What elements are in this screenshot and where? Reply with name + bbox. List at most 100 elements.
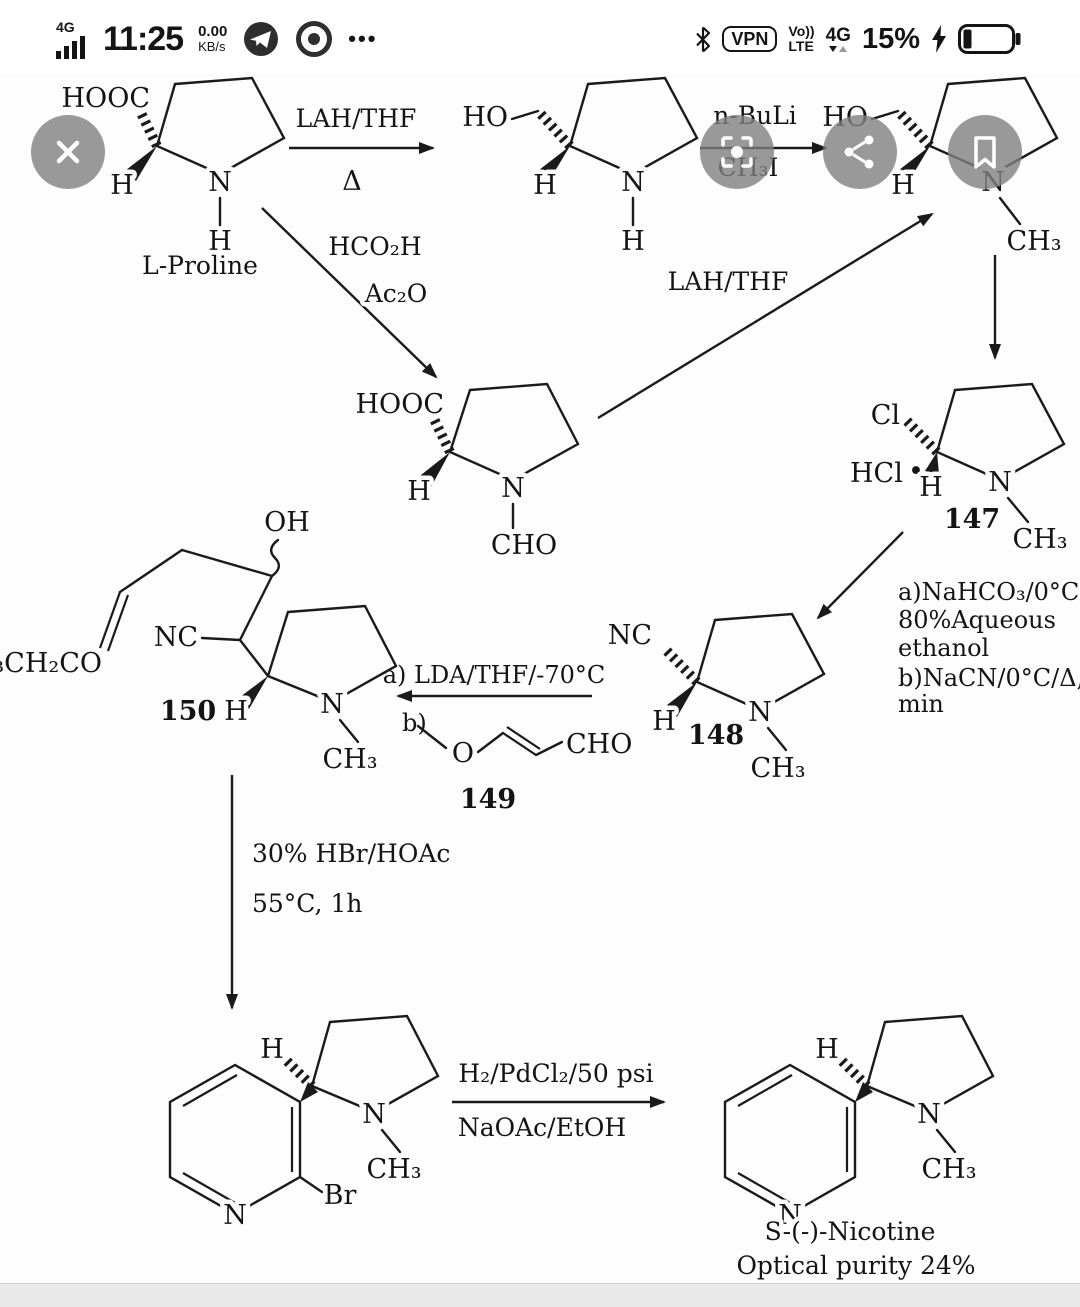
nh-label: H (621, 226, 645, 257)
stereo-h-label: H (224, 696, 248, 727)
reagent-label: b) (402, 709, 427, 737)
ring-n-label: N (988, 467, 1012, 498)
arrow-h2-pdcl2: H₂/PdCl₂/50 psi NaOAc/EtOH (452, 1055, 666, 1147)
battery-icon (958, 24, 1021, 54)
reagent-label: 55°C, 1h (252, 889, 362, 918)
stereo-h-label: H (260, 1034, 284, 1065)
reagent-label: a) LDA/THF/-70°C (383, 661, 606, 689)
volte-indicator: Vo)) LTE (788, 24, 814, 53)
cooh-label: HOOC (356, 389, 444, 420)
methyl-label: CH₃ (921, 1154, 976, 1185)
network-right-label: 4G (825, 25, 851, 46)
methyl-label: CH₃ (366, 1154, 421, 1185)
pyridine-n-label: N (223, 1200, 247, 1231)
data-network-indicator: 4G (826, 26, 851, 52)
ethoxy-label: H₃CH₂CO (0, 648, 102, 679)
struct-nicotine: N H N CH₃ S-(-)-Nicotine Optical purity … (723, 1014, 995, 1285)
reagent-label: LAH/THF (296, 104, 417, 133)
ring-n-label: N (320, 689, 344, 720)
compound-number: 148 (688, 720, 744, 751)
ring-n-label: N (362, 1099, 386, 1130)
signal-bars-icon (56, 35, 85, 59)
stereo-h-label: H (110, 170, 134, 201)
cooh-label: HOOC (62, 83, 150, 114)
stereo-h-label: H (919, 472, 943, 503)
bookmark-button[interactable] (948, 115, 1022, 189)
ring-n-label: N (917, 1099, 941, 1130)
screenshot-lens-button[interactable] (700, 115, 774, 189)
struct-l-proline: HOOC H N H L-Proline (57, 76, 286, 285)
speed-unit: KB/s (198, 39, 226, 55)
struct-n-formylproline: HOOC H N CHO (351, 382, 580, 566)
nc-label: NC (154, 622, 198, 653)
struct-149: O CHO 149 (416, 725, 637, 820)
arrow-hbr: 30% HBr/HOAc 55°C, 1h (226, 775, 455, 1010)
nc-label: NC (608, 620, 652, 651)
hcl-label: HCl (850, 458, 903, 489)
reagent-label: 30% HBr/HOAc (252, 839, 450, 868)
oh-label: OH (264, 507, 310, 538)
struct-148: NC H N CH₃ 148 (603, 612, 826, 789)
cl-label: Cl (871, 400, 900, 431)
close-button[interactable] (31, 115, 105, 189)
telegram-notification-icon (244, 22, 279, 56)
stereo-h-label: H (533, 170, 557, 201)
more-notifications-icon: ••• (348, 26, 378, 51)
arrow-147-148 (816, 531, 904, 620)
reagent-label: LAH/THF (668, 267, 789, 296)
reagent-label: Ac₂O (364, 279, 428, 308)
condition-line: a)NaHCO₃/0°C (898, 578, 1079, 606)
delta-label: Δ (342, 166, 362, 197)
bluetooth-icon (696, 26, 711, 52)
stereo-h-label: H (407, 476, 431, 507)
pyridine-n-label: N (778, 1200, 802, 1231)
methyl-label: CH₃ (1006, 226, 1061, 257)
reagent-label: H₂/PdCl₂/50 psi (458, 1059, 653, 1088)
arrow-lah-thf-2: LAH/THF (597, 212, 934, 420)
speed-value: 0.00 (198, 23, 228, 41)
struct-prolinol: HO H N H (458, 76, 699, 262)
compound-name: L-Proline (142, 251, 258, 280)
volte-bottom: LTE (788, 38, 814, 54)
struct-bromonicotine: N Br H N CH₃ (168, 1014, 440, 1236)
compound-number: 150 (160, 696, 216, 727)
bottom-bar (0, 1283, 1080, 1307)
cho-label: CHO (566, 729, 632, 760)
close-icon (56, 140, 80, 164)
condition-line: b)NaCN/0°C/Δ, 30 (898, 664, 1080, 692)
methyl-label: CH₃ (1012, 524, 1067, 555)
network-speed: 0.00 KB/s (198, 24, 227, 53)
reagent-label: NaOAc/EtOH (458, 1113, 626, 1142)
reagent-label: HCO₂H (328, 232, 421, 261)
volte-top: Vo)) (788, 23, 815, 40)
battery-percent: 15% (861, 22, 920, 55)
compound-number: 147 (944, 504, 1000, 535)
network-type-label: 4G (56, 18, 75, 35)
signal-indicator: 4G (56, 20, 88, 59)
stereo-h-label: H (891, 170, 915, 201)
screenshot-lens-icon (721, 136, 753, 168)
chrome-notification-icon (296, 21, 333, 57)
compound-number: 149 (460, 784, 516, 815)
conditions-147-148: a)NaHCO₃/0°C 80%Aqueous ethanol b)NaCN/0… (894, 574, 1080, 723)
ring-n-label: N (748, 697, 772, 728)
bookmark-icon (974, 136, 996, 169)
struct-147: Cl HCl • H N CH₃ 147 (846, 382, 1072, 560)
methyl-label: CH₃ (322, 744, 377, 775)
vpn-badge: VPN (722, 26, 778, 52)
compound-name: S-(-)-Nicotine (765, 1217, 936, 1246)
arrow-hco2h: HCO₂H Ac₂O (261, 207, 438, 379)
condition-line: 80%Aqueous (898, 606, 1056, 634)
stereo-h-label: H (815, 1034, 839, 1065)
clock: 11:25 (103, 19, 184, 58)
methyl-label: CH₃ (750, 753, 805, 784)
ho-label: HO (462, 102, 508, 133)
share-button[interactable] (823, 115, 897, 189)
arrow-lda: a) LDA/THF/-70°C b) (378, 657, 610, 742)
condition-line: ethanol (898, 634, 989, 662)
nh-label: H (208, 226, 232, 257)
charging-bolt-icon (932, 25, 946, 53)
status-bar: 4G 11:25 0.00 KB/s ••• (0, 0, 1080, 74)
